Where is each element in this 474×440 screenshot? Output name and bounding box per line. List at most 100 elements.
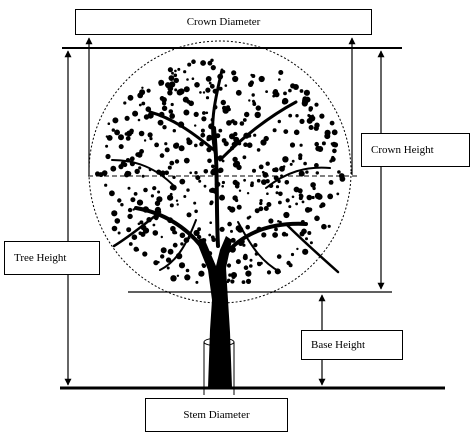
leaf-dot [117,198,122,203]
leaf-dot [174,69,177,73]
leaf-dot [206,134,213,141]
leaf-dot [254,111,261,119]
leaf-dot [212,88,218,94]
leaf-dot [197,227,202,232]
leaf-dot [178,262,186,269]
leaf-dot [206,147,212,153]
base-height-label: Base Height [301,330,403,360]
stem-diameter-label: Stem Diameter [145,398,288,432]
leaf-dot [217,258,222,263]
leaf-dot [265,161,270,166]
leaf-dot [248,81,254,87]
leaf-dot [211,237,216,242]
leaf-dot [205,76,212,82]
leaf-dot [314,192,322,200]
leaf-dot [186,139,193,146]
leaf-dot [137,92,144,99]
leaf-dot [237,141,242,146]
leaf-dot [149,137,153,141]
leaf-dot [189,171,192,175]
leaf-dot [145,106,152,112]
leaf-dot [160,254,165,259]
leaf-dot [252,102,257,106]
leaf-dot [288,88,292,93]
leaf-dot [202,91,206,94]
leaf-dot [142,206,149,213]
leaf-dot [210,117,215,122]
leaf-dot [278,200,282,205]
leaf-dot [215,133,221,139]
leaf-dot [239,121,245,126]
leaf-dot [259,199,263,203]
leaf-dot [328,180,334,185]
leaf-dot [263,206,269,211]
leaf-dot [194,143,198,148]
leaf-dot [331,155,335,160]
leaf-dot [124,115,130,121]
leaf-dot [186,78,189,81]
leaf-dot [148,168,152,172]
leaf-dot [245,270,252,277]
leaf-dot [305,170,309,174]
leaf-dot [130,158,134,162]
leaf-dot [104,183,108,187]
leaf-dot [222,247,227,252]
leaf-dot [290,252,295,257]
leaf-dot [263,135,269,142]
leaf-dot [324,133,331,140]
leaf-dot [188,100,194,107]
leaf-dot [176,274,180,277]
leaf-dot [166,85,169,89]
leaf-dot [174,88,178,92]
leaf-dot [125,136,131,141]
leaf-dot [167,248,174,255]
leaf-dot [302,96,308,102]
leaf-dot [142,251,148,257]
leaf-dot [296,247,299,251]
leaf-dot [293,186,300,193]
leaf-dot [222,260,225,264]
leaf-dot [266,192,269,195]
leaf-dot [231,275,236,279]
leaf-dot [248,99,251,102]
leaf-dot [152,230,159,236]
leaf-dot [127,207,133,213]
leaf-dot [170,225,176,232]
leaf-dot [200,60,207,66]
leaf-dot [199,141,204,147]
leaf-dot [127,213,133,220]
leaf-dot [201,244,205,249]
leaf-dot [275,191,279,195]
leaf-dot [178,145,185,152]
leaf-dot [156,169,162,175]
leaf-dot [183,195,187,198]
leaf-dot [209,188,214,193]
tree-foliage [95,58,346,286]
leaf-dot [207,60,213,66]
leaf-dot [164,142,168,146]
leaf-dot [168,109,174,114]
leaf-dot [166,266,170,270]
leaf-dot [209,83,215,89]
leaf-dot [177,121,185,128]
leaf-dot [111,225,118,232]
leaf-dot [266,202,272,207]
leaf-dot [127,186,131,190]
leaf-dot [134,168,140,175]
leaf-dot [242,155,247,160]
leaf-dot [173,73,178,78]
leaf-dot [227,221,232,227]
leaf-dot [132,110,139,117]
leaf-dot [212,104,218,110]
leaf-dot [214,181,221,188]
leaf-dot [245,224,250,230]
leaf-dot [176,203,179,206]
leaf-dot [118,134,124,141]
leaf-dot [191,59,196,64]
leaf-dot [186,188,190,192]
leaf-dot [208,81,212,85]
leaf-dot [218,267,225,274]
leaf-dot [235,89,242,96]
leaf-dot [203,169,209,174]
leaf-dot [242,118,247,122]
